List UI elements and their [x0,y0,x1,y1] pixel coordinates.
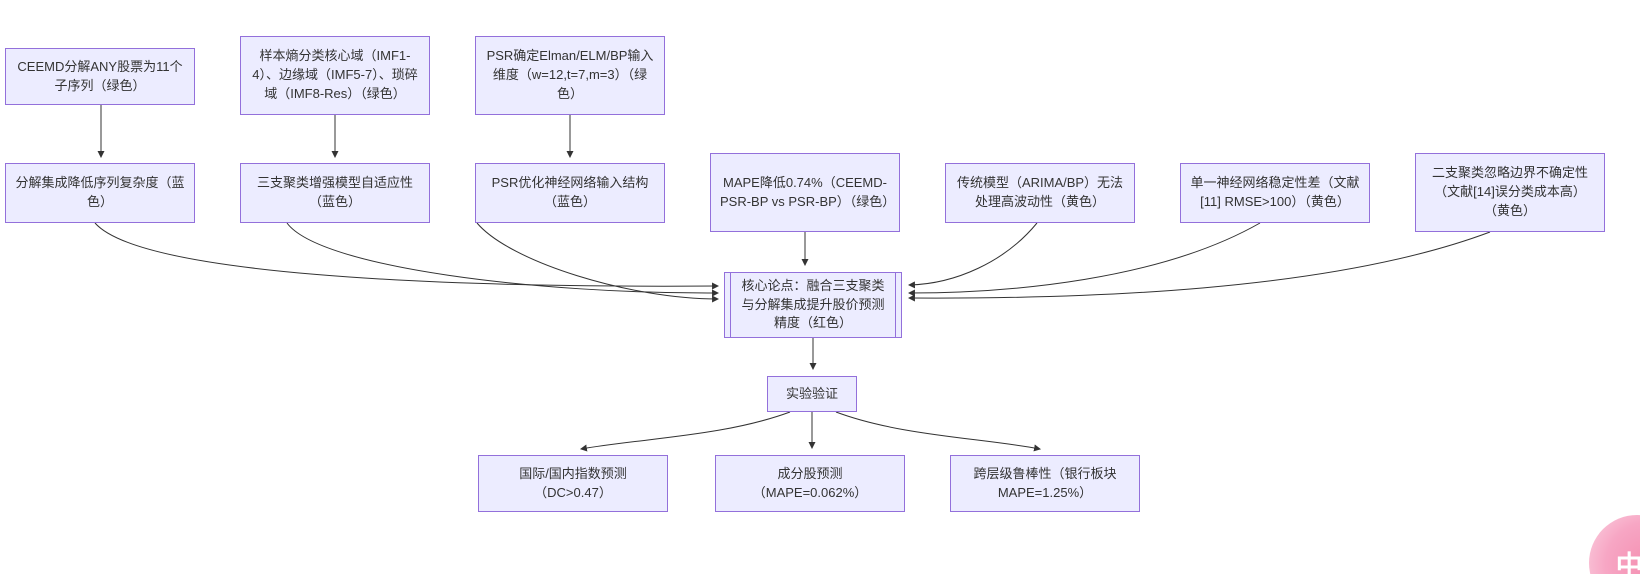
node-single-nn-instability: 单一神经网络稳定性差（文献[11] RMSE>100）（黄色） [1180,163,1370,223]
node-psr-optimizes-input-structure: PSR优化神经网络输入结构（蓝色） [475,163,665,223]
node-label: 二支聚类忽略边界不确定性（文献[14]误分类成本高）（黄色） [1431,165,1588,218]
node-decomposition-reduces-complexity: 分解集成降低序列复杂度（蓝色） [5,163,195,223]
node-ceemd-decomposition: CEEMD分解ANY股票为11个子序列（绿色） [5,48,195,105]
edge-j-core [907,231,1491,302]
node-label: 单一神经网络稳定性差（文献[11] RMSE>100）（黄色） [1190,175,1360,209]
node-label: 样本熵分类核心域（IMF1-4）、边缘域（IMF5-7）、琐碎域（IMF8-Re… [252,48,418,101]
node-mape-reduction: MAPE降低0.74%（CEEMD-PSR-BP vs PSR-BP）（绿色） [710,153,900,232]
edge-e-core [286,222,720,297]
edge-h-core [907,222,1038,289]
edge-verify-k [579,411,791,452]
translate-button[interactable]: 中A [1589,515,1640,574]
node-cross-level-robustness: 跨层级鲁棒性（银行板块 MAPE=1.25%） [950,455,1140,512]
node-label: MAPE降低0.74%（CEEMD-PSR-BP vs PSR-BP）（绿色） [720,174,896,209]
node-sample-entropy-classification: 样本熵分类核心域（IMF1-4）、边缘域（IMF5-7）、琐碎域（IMF8-Re… [240,36,430,115]
node-two-way-clustering-limitation: 二支聚类忽略边界不确定性（文献[14]误分类成本高）（黄色） [1415,153,1605,232]
edge-f-core [476,222,720,303]
node-label: 分解集成降低序列复杂度（蓝色） [15,175,185,209]
node-label: 核心论点：融合三支聚类与分解集成提升股价预测精度（红色） [741,277,885,331]
node-label: PSR确定Elman/ELM/BP输入维度（w=12,t=7,m=3）（绿色） [486,48,654,101]
node-label: CEEMD分解ANY股票为11个子序列（绿色） [17,58,183,93]
node-label: 成分股预测（MAPE=0.062%） [752,465,868,500]
node-label: PSR优化神经网络输入结构（蓝色） [491,175,649,209]
edge-i-core [907,222,1261,297]
node-label: 三支聚类增强模型自适应性（蓝色） [256,175,413,209]
node-label: 国际/国内指数预测（DC>0.47） [519,465,627,500]
node-psr-input-dimension: PSR确定Elman/ELM/BP输入维度（w=12,t=7,m=3）（绿色） [475,36,665,115]
edge-verify-m [835,411,1042,452]
translate-icon: 中A [1615,550,1640,574]
edge-d-core [94,222,720,290]
node-label: 跨层级鲁棒性（银行板块 MAPE=1.25%） [973,465,1117,500]
node-core-thesis: 核心论点：融合三支聚类与分解集成提升股价预测精度（红色） [724,272,902,338]
node-traditional-model-limitation: 传统模型（ARIMA/BP）无法处理高波动性（黄色） [945,163,1135,223]
node-index-prediction: 国际/国内指数预测（DC>0.47） [478,455,668,512]
node-three-way-clustering-adaptivity: 三支聚类增强模型自适应性（蓝色） [240,163,430,223]
node-label: 传统模型（ARIMA/BP）无法处理高波动性（黄色） [956,175,1124,209]
node-constituent-stock-prediction: 成分股预测（MAPE=0.062%） [715,455,905,512]
node-label: 实验验证 [785,385,838,401]
node-experiment-verification: 实验验证 [767,376,857,412]
